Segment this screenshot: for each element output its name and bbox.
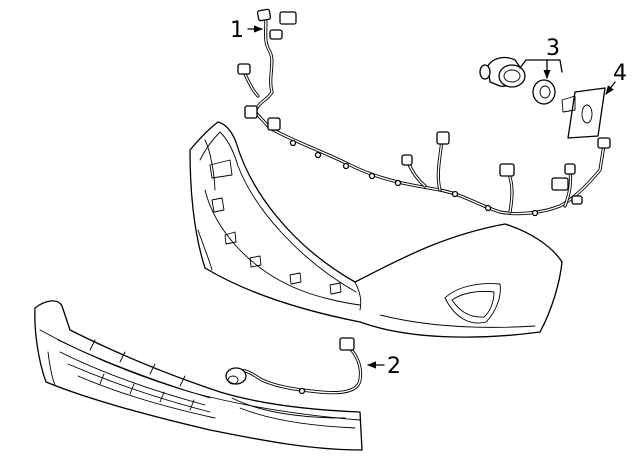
- lower-harness: [225, 337, 363, 395]
- upper-bumper-fascia: [189, 121, 563, 338]
- callout-3: 3: [546, 36, 560, 61]
- callout-4-arrow: [605, 81, 616, 95]
- sensor-bracket: [561, 87, 606, 139]
- callout-1: 1: [230, 18, 244, 43]
- callout-3-bracket: [519, 59, 563, 73]
- sensor-harness: [237, 8, 611, 217]
- parking-sensor: [479, 56, 556, 105]
- lower-grille: [34, 300, 363, 451]
- callout-2: 2: [387, 354, 401, 379]
- callout-4: 4: [613, 61, 627, 86]
